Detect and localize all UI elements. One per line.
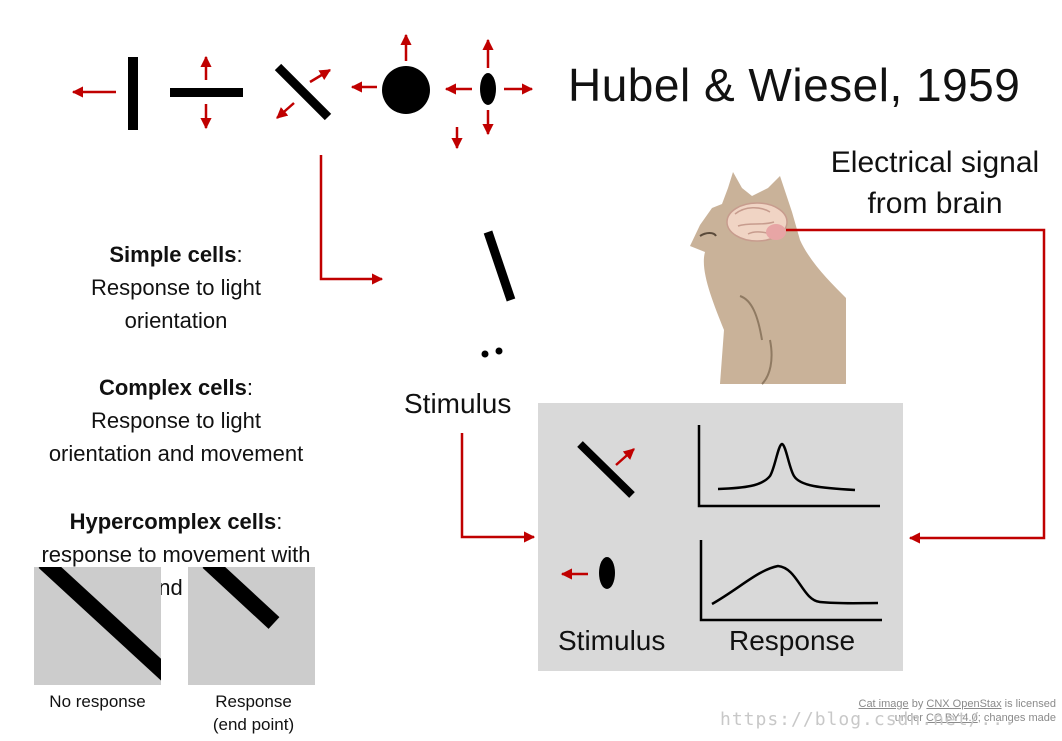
stimulus-bar-icon — [483, 230, 516, 302]
simple-cells-line1: Response to light — [91, 275, 261, 300]
no-response-caption: No response — [49, 692, 146, 711]
panel-stimulus-oval-left-arrow-icon — [560, 557, 615, 589]
panel-stimulus-diagonal-bar-icon — [577, 441, 635, 498]
experiment-panel — [538, 403, 903, 671]
no-response-thumbnail — [34, 567, 161, 685]
credit-license-link[interactable]: CC BY 4.0 — [925, 712, 978, 724]
hypercomplex-cells-heading: Hypercomplex cells — [69, 509, 277, 534]
panel-response-label: Response — [729, 625, 856, 656]
complex-cells-heading: Complex cells — [98, 375, 247, 400]
complex-cells-line2: orientation and movement — [48, 441, 304, 466]
simple-cells-line2: orientation — [124, 308, 228, 333]
watermark: https://blog.csdn.net/... — [720, 709, 1016, 730]
electrical-signal-line1: Electrical signal — [830, 146, 1040, 179]
simple-cells-description: Simple cells: Response to light orientat… — [20, 238, 332, 337]
response-thumbnail — [188, 567, 315, 685]
complex-cells-description: Complex cells: Response to light orienta… — [20, 371, 332, 470]
vertical-bar-left-arrow-icon — [71, 57, 138, 130]
connector-stimulus-to-panel — [460, 433, 536, 543]
cat-illustration-icon — [690, 172, 846, 385]
connector-icons-to-stimulus — [319, 155, 384, 285]
stimulus-label: Stimulus — [404, 388, 512, 419]
electrical-signal-line2: from brain — [867, 187, 1003, 220]
panel-response-broad-plot — [699, 540, 882, 622]
response-caption-line1: Response — [215, 692, 292, 711]
panel-stimulus-label: Stimulus — [558, 625, 666, 656]
horizontal-bar-vertical-arrows-icon — [170, 55, 243, 130]
credit-cat-image-link[interactable]: Cat image — [858, 698, 909, 710]
credit-openstax-link[interactable]: CNX OpenStax — [926, 698, 1002, 710]
hypercomplex-cells-line1: response to movement with — [41, 542, 311, 567]
simple-cells-heading: Simple cells — [109, 242, 237, 267]
long-bar-icon — [38, 567, 161, 681]
connector-brain-to-panel — [786, 228, 1046, 544]
oval-four-arrows-icon — [444, 38, 534, 136]
page-title: Hubel & Wiesel, 1959 — [568, 59, 1021, 111]
response-caption-line2: (end point) — [212, 715, 295, 734]
diagonal-bar-diagonal-arrows-icon — [274, 63, 332, 121]
short-bar-icon — [202, 567, 280, 629]
complex-cells-line1: Response to light — [91, 408, 261, 433]
stimulus-dot-icon — [495, 347, 503, 355]
panel-response-peak-plot — [697, 425, 880, 508]
image-credit: Cat image by CNX OpenStax is licensed un… — [858, 698, 1057, 724]
spot-four-arrows-icon — [350, 33, 463, 150]
stimulus-dot-icon — [481, 350, 489, 358]
